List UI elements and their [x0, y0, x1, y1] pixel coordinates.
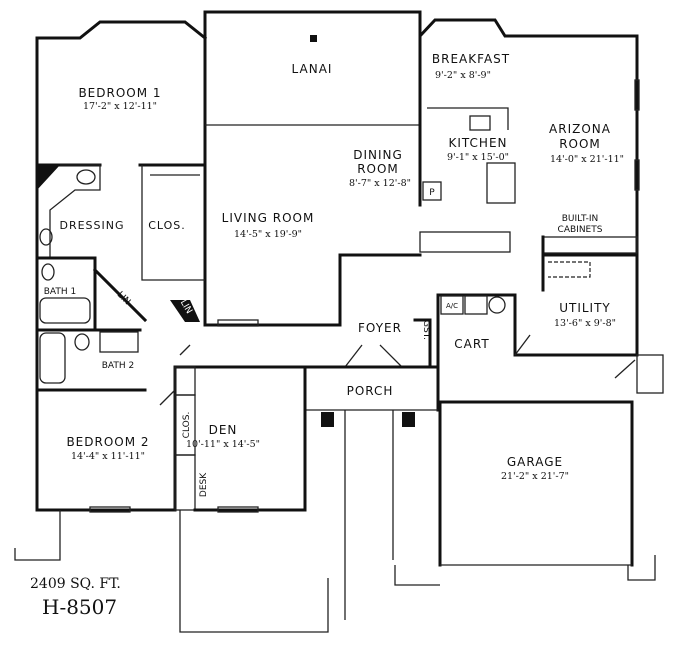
arizona-room-label: ARIZONA	[549, 122, 611, 136]
ac-label: A/C	[446, 302, 458, 310]
lanai-label: LANAI	[292, 62, 333, 76]
dressing-label: DRESSING	[59, 219, 124, 232]
walls	[14, 10, 664, 633]
utility-size: 13'-6" x 9'-8"	[554, 318, 616, 329]
dining-room-label-2: ROOM	[357, 162, 399, 176]
bedroom1-label: BEDROOM 1	[78, 86, 161, 100]
closet-label: CLOS.	[148, 219, 186, 232]
bath2-label: BATH 2	[102, 361, 134, 371]
bedroom2-size: 14'-4" x 11'-11"	[71, 451, 145, 462]
living-room-label: LIVING ROOM	[222, 211, 315, 225]
breakfast-size: 9'-2" x 8'-9"	[435, 70, 491, 81]
porch-label: PORCH	[347, 384, 394, 398]
guest-closet-label: GST.	[421, 320, 431, 340]
den-closet-label: CLOS.	[182, 412, 192, 439]
den-size: 10'-11" x 14'-5"	[186, 439, 260, 450]
built-in-cabinets-label-2: CABINETS	[558, 225, 603, 235]
bedroom2-label: BEDROOM 2	[66, 435, 149, 449]
living-room-size: 14'-5" x 19'-9"	[234, 229, 302, 240]
breakfast-label: BREAKFAST	[432, 52, 510, 66]
bath1-label: BATH 1	[44, 287, 76, 297]
room-labels: LANAI BEDROOM 1 17'-2" x 12'-11" BREAKFA…	[44, 52, 624, 497]
arizona-room-size: 14'-0" x 21'-11"	[550, 154, 624, 165]
cart-label: CART	[454, 337, 489, 351]
utility-label: UTILITY	[559, 301, 611, 315]
desk-label: DESK	[199, 472, 209, 497]
garage-label: GARAGE	[507, 455, 563, 469]
square-footage: 2409 SQ. FT.	[30, 576, 121, 592]
kitchen-size: 9'-1" x 15'-0"	[447, 152, 509, 163]
built-in-cabinets-label: BUILT-IN	[562, 214, 599, 224]
kitchen-label: KITCHEN	[449, 136, 508, 150]
pantry-label: P	[429, 188, 435, 198]
dining-room-label: DINING	[353, 148, 403, 162]
garage-size: 21'-2" x 21'-7"	[501, 471, 569, 482]
plan-model-number: H-8507	[42, 595, 117, 619]
arizona-room-label-2: ROOM	[559, 137, 601, 151]
foyer-label: FOYER	[358, 321, 402, 335]
dining-room-size: 8'-7" x 12'-8"	[349, 178, 411, 189]
den-label: DEN	[209, 423, 238, 437]
bedroom1-size: 17'-2" x 12'-11"	[83, 101, 157, 112]
